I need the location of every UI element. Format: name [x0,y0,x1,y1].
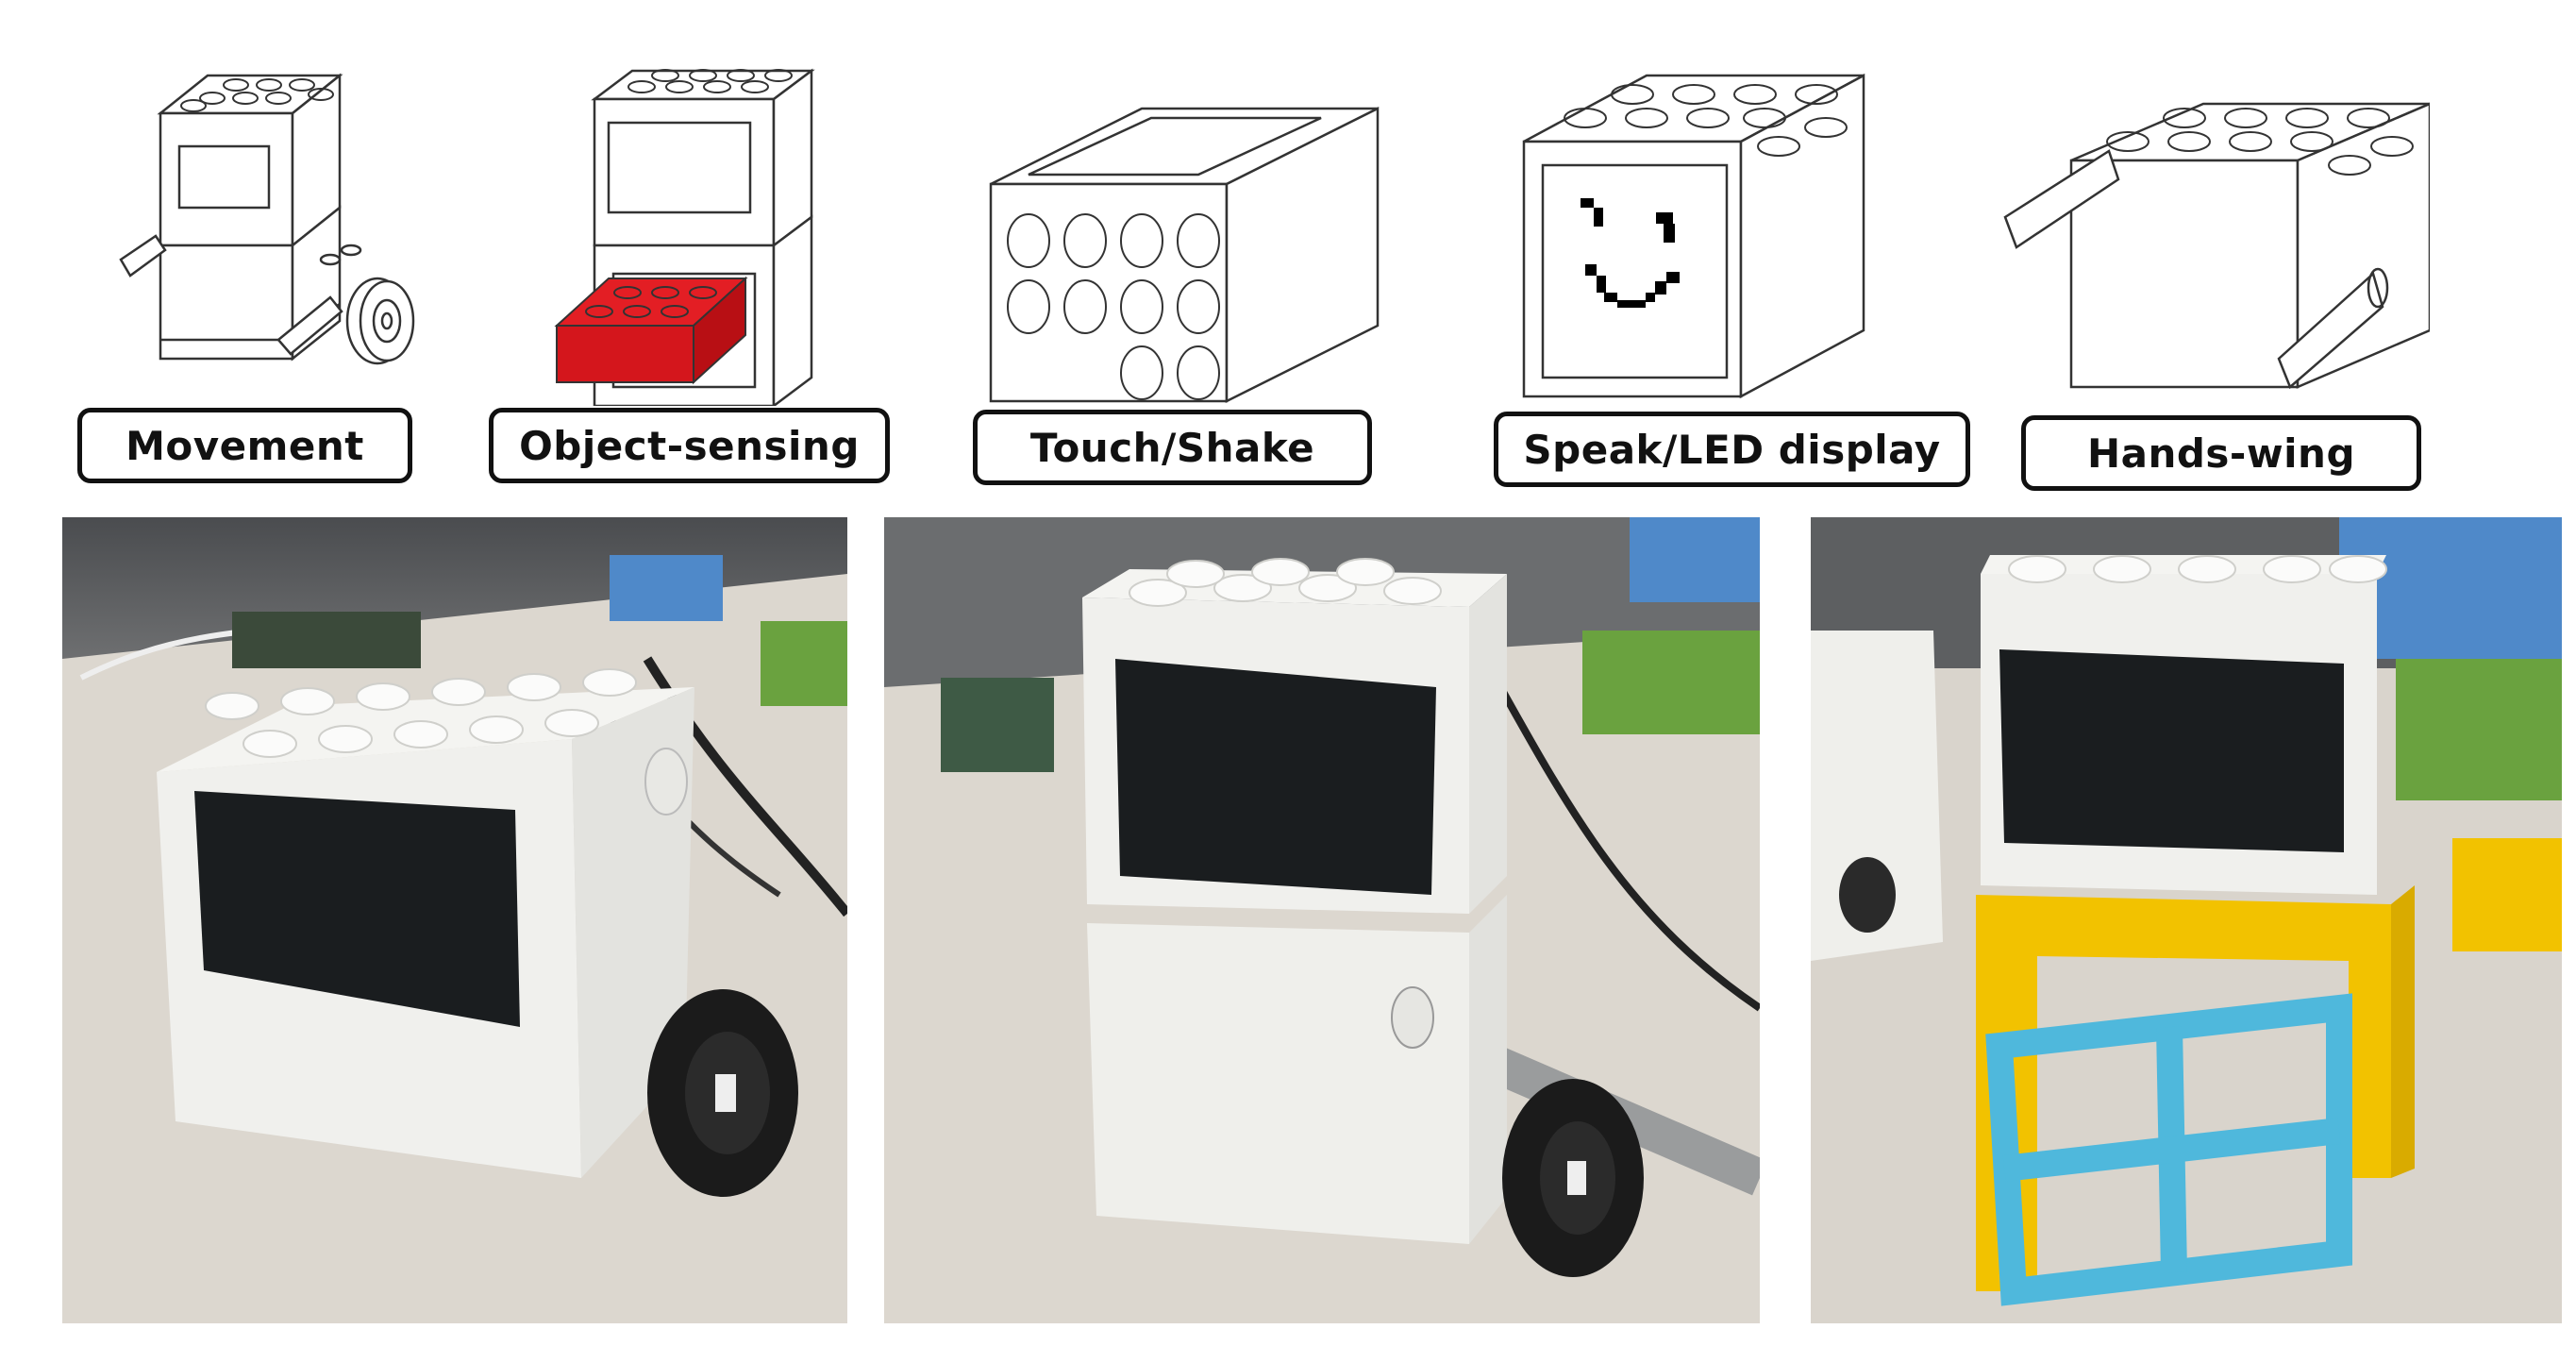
touch-shake-module-illustration [981,90,1387,406]
object-sensing-module-illustration [538,57,840,406]
movement-module-illustration [104,57,443,406]
object-sensing-label: Object-sensing [489,408,890,483]
hands-wing-label: Hands-wing [2021,415,2421,491]
hands-wing-module-illustration [1996,85,2430,406]
movement-module-photo [62,517,847,1323]
touch-shake-label: Touch/Shake [973,410,1372,485]
hands-wing-door-photo [1811,517,2562,1323]
stacked-touch-module-photo [884,517,1760,1323]
red-object-brick [554,276,748,385]
movement-label: Movement [77,408,412,483]
speak-led-module-illustration [1514,57,1873,406]
speak-led-label: Speak/LED display [1494,412,1970,487]
